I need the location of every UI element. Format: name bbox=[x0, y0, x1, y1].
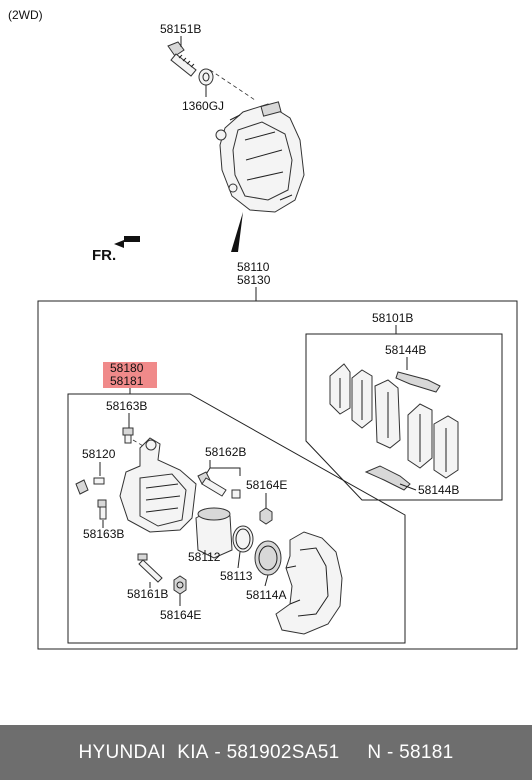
footer-brand: HYUNDAI KIA bbox=[78, 741, 209, 763]
label-58120: 58120 bbox=[82, 447, 116, 461]
assembly-frame bbox=[37, 300, 518, 650]
label-58110: 58110 bbox=[237, 260, 270, 274]
label-1360gj: 1360GJ bbox=[182, 99, 224, 113]
label-58112: 58112 bbox=[188, 550, 221, 564]
label-58144b-top: 58144B bbox=[385, 343, 426, 357]
label-58101b: 58101B bbox=[372, 311, 413, 325]
washer-1360gj-icon bbox=[198, 68, 214, 86]
caliper-carrier-assembly-icon bbox=[215, 101, 305, 213]
label-58163b-top: 58163B bbox=[106, 399, 147, 413]
label-58144b-bottom: 58144B bbox=[418, 483, 459, 497]
variant-label: (2WD) bbox=[8, 8, 43, 22]
guide-pin-icon bbox=[137, 553, 163, 583]
bleeder-screw-icon bbox=[75, 477, 105, 495]
label-58161b: 58161B bbox=[127, 587, 168, 601]
front-direction-arrow-icon bbox=[114, 236, 140, 248]
piston-boot-icon bbox=[254, 540, 282, 576]
pad-shim-top-icon bbox=[395, 371, 441, 393]
label-58180: 58180 bbox=[110, 361, 144, 375]
parts-diagram: (2WD) 58151B 1360GJ FR. 58110 58130 5810… bbox=[8, 8, 518, 650]
footer-n-value: 58181 bbox=[399, 741, 454, 763]
caliper-body-icon bbox=[119, 437, 197, 533]
label-58114a: 58114A bbox=[246, 588, 286, 602]
footer-gap bbox=[339, 742, 367, 764]
brake-pads-icon bbox=[329, 363, 459, 479]
footer-n-prefix: N - bbox=[367, 741, 400, 763]
bolt-58151b-icon bbox=[167, 41, 197, 77]
front-direction-label: FR. bbox=[92, 247, 116, 264]
footer-separator: - bbox=[208, 741, 227, 763]
footer-part-number: 581902SA51 bbox=[226, 741, 340, 763]
label-58113: 58113 bbox=[220, 569, 253, 583]
pad-shim-bottom-icon bbox=[364, 465, 411, 491]
label-58130: 58130 bbox=[237, 273, 271, 287]
dust-cap-right-icon bbox=[259, 507, 273, 525]
label-58151b: 58151B bbox=[160, 22, 201, 36]
leader-line bbox=[399, 483, 417, 491]
label-58162b: 58162B bbox=[205, 445, 246, 459]
piston-seal-icon bbox=[232, 525, 254, 553]
leader-line bbox=[237, 551, 241, 569]
label-58164e-right: 58164E bbox=[246, 478, 287, 492]
guide-bolt-top-icon bbox=[122, 427, 134, 444]
footer-bar: HYUNDAI KIA - 581902SA51 N - 58181 bbox=[0, 725, 532, 780]
dust-cap-bottom-icon bbox=[173, 575, 187, 595]
label-58181: 58181 bbox=[110, 374, 144, 388]
label-58163b-bottom: 58163B bbox=[83, 527, 124, 541]
leader-line bbox=[264, 574, 269, 587]
leader-line bbox=[204, 460, 241, 477]
highlight-box bbox=[103, 362, 157, 388]
pin-boot-icon bbox=[197, 471, 241, 499]
dashed-guide-line bbox=[209, 69, 256, 101]
label-58164e-bottom: 58164E bbox=[160, 608, 201, 622]
guide-bolt-bottom-icon bbox=[97, 499, 107, 520]
piston-icon bbox=[195, 507, 233, 559]
pad-kit-frame bbox=[305, 333, 503, 501]
pointer-wedge bbox=[231, 212, 243, 252]
caliper-frame bbox=[67, 393, 406, 644]
caliper-bracket-icon bbox=[275, 531, 343, 635]
